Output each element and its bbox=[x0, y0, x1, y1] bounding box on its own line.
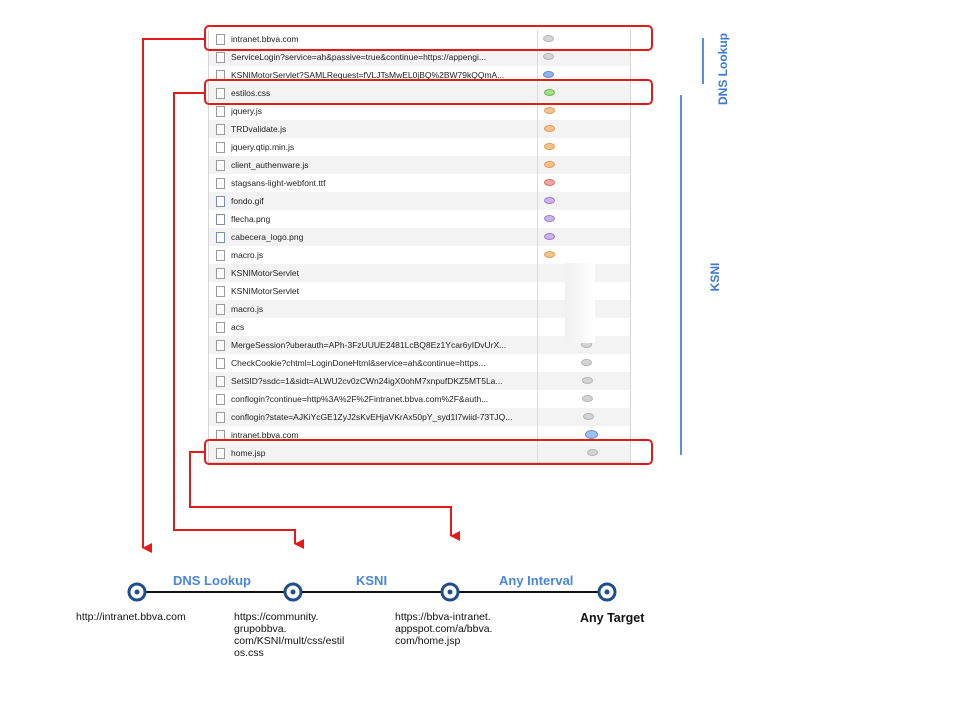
timeline-node-2 bbox=[283, 582, 303, 602]
highlight-intranet-row bbox=[204, 25, 653, 51]
file-icon bbox=[216, 231, 225, 243]
file-icon bbox=[216, 123, 225, 135]
file-icon bbox=[216, 33, 225, 45]
node-3-line-2: appspot.com/a/bbva. bbox=[395, 623, 493, 635]
timing-dot bbox=[544, 197, 555, 204]
timing-dot bbox=[543, 71, 554, 78]
request-row[interactable]: home.jsp bbox=[209, 444, 630, 462]
file-icon bbox=[216, 87, 225, 99]
timing-dot bbox=[544, 107, 555, 114]
timing-dot bbox=[544, 143, 555, 150]
timeline-segment-dns-lookup: DNS Lookup bbox=[173, 573, 251, 588]
file-icon bbox=[216, 411, 225, 423]
timing-dot bbox=[544, 215, 555, 222]
file-icon bbox=[216, 159, 225, 171]
request-row[interactable]: TRDvalidate.js bbox=[209, 120, 630, 138]
timeline-node-4 bbox=[597, 582, 617, 602]
timing-dot bbox=[587, 449, 598, 456]
request-row[interactable]: macro.js bbox=[209, 246, 630, 264]
file-icon bbox=[216, 447, 225, 459]
node-2-line-1: https://community. bbox=[234, 611, 319, 623]
connector-arrow-home bbox=[189, 451, 460, 541]
file-icon bbox=[216, 375, 225, 387]
timing-dot bbox=[543, 35, 554, 42]
file-icon bbox=[216, 177, 225, 189]
node-3-line-1: https://bbva-intranet. bbox=[395, 611, 491, 623]
request-row[interactable]: MergeSession?uberauth=APh-3FzUUUE2481LcB… bbox=[209, 336, 630, 354]
file-icon bbox=[216, 285, 225, 297]
timeline-segment-any-interval: Any Interval bbox=[499, 573, 574, 588]
node-2-line-2: grupobbva. bbox=[234, 623, 287, 635]
file-icon bbox=[216, 51, 225, 63]
timing-dot bbox=[544, 251, 555, 258]
timeline-node-4-text: Any Target bbox=[580, 611, 645, 625]
connector-arrow-estilos bbox=[173, 92, 304, 549]
timing-dot bbox=[543, 53, 554, 60]
file-icon bbox=[216, 357, 225, 369]
request-row[interactable]: SetSID?ssdc=1&sidt=ALWU2cv0zCWn24igX0ohM… bbox=[209, 372, 630, 390]
timeline-node-2-text: https://community. grupobbva. com/KSNI/m… bbox=[234, 611, 364, 659]
timeline-node-1 bbox=[127, 582, 147, 602]
request-row[interactable]: client_authenware.js bbox=[209, 156, 630, 174]
timing-dot bbox=[583, 413, 594, 420]
timeline-node-3 bbox=[440, 582, 460, 602]
timing-dot bbox=[582, 377, 593, 384]
timing-dot bbox=[544, 179, 555, 186]
request-row[interactable]: jquery.js bbox=[209, 102, 630, 120]
request-row[interactable]: fondo.gif bbox=[209, 192, 630, 210]
request-row[interactable]: stagsans-light-webfont.ttf bbox=[209, 174, 630, 192]
timing-dot bbox=[544, 89, 555, 96]
file-icon bbox=[216, 141, 225, 153]
file-icon bbox=[216, 303, 225, 315]
highlight-home-row bbox=[204, 439, 653, 465]
file-icon bbox=[216, 267, 225, 279]
file-icon bbox=[216, 249, 225, 261]
timing-dot bbox=[544, 161, 555, 168]
connector-arrow-dns bbox=[142, 38, 204, 553]
timeline-node-3-text: https://bbva-intranet. appspot.com/a/bbv… bbox=[395, 611, 525, 647]
dns-lookup-bracket bbox=[702, 38, 704, 84]
timeline-column-divider bbox=[537, 30, 538, 462]
request-row[interactable]: conflogin?continue=http%3A%2F%2Fintranet… bbox=[209, 390, 630, 408]
timeline-node-1-text: http://intranet.bbva.com bbox=[76, 611, 186, 623]
request-row[interactable]: CheckCookie?chtml=LoginDoneHtml&service=… bbox=[209, 354, 630, 372]
timing-dot bbox=[582, 395, 593, 402]
node-3-line-3: com/home.jsp bbox=[395, 635, 461, 647]
timing-dot bbox=[544, 125, 555, 132]
request-row[interactable]: conflogin?state=AJKiYcGE1ZyJ2sKvEHjaVKrA… bbox=[209, 408, 630, 426]
file-icon bbox=[216, 393, 225, 405]
timing-dot bbox=[544, 233, 555, 240]
request-row[interactable]: ServiceLogin?service=ah&passive=true&con… bbox=[209, 48, 630, 66]
node-2-line-4: os.css bbox=[234, 647, 264, 659]
request-row[interactable]: jquery.qtip.min.js bbox=[209, 138, 630, 156]
timing-dot bbox=[581, 359, 592, 366]
node-2-line-3: com/KSNI/mult/css/estil bbox=[234, 635, 345, 647]
timing-dot bbox=[585, 430, 598, 439]
ksni-bracket bbox=[680, 95, 682, 455]
request-row[interactable]: estilos.css bbox=[209, 84, 630, 102]
request-row[interactable]: intranet.bbva.com bbox=[209, 30, 630, 48]
request-row[interactable]: flecha.png bbox=[209, 210, 630, 228]
timeline-segment-ksni: KSNI bbox=[356, 573, 388, 588]
timeline-scroll-shadow bbox=[565, 263, 595, 343]
file-icon bbox=[216, 213, 225, 225]
file-icon bbox=[216, 339, 225, 351]
file-icon bbox=[216, 321, 225, 333]
file-icon bbox=[216, 195, 225, 207]
file-icon bbox=[216, 105, 225, 117]
request-row[interactable]: cabecera_logo.png bbox=[209, 228, 630, 246]
highlight-estilos-row bbox=[204, 79, 653, 105]
